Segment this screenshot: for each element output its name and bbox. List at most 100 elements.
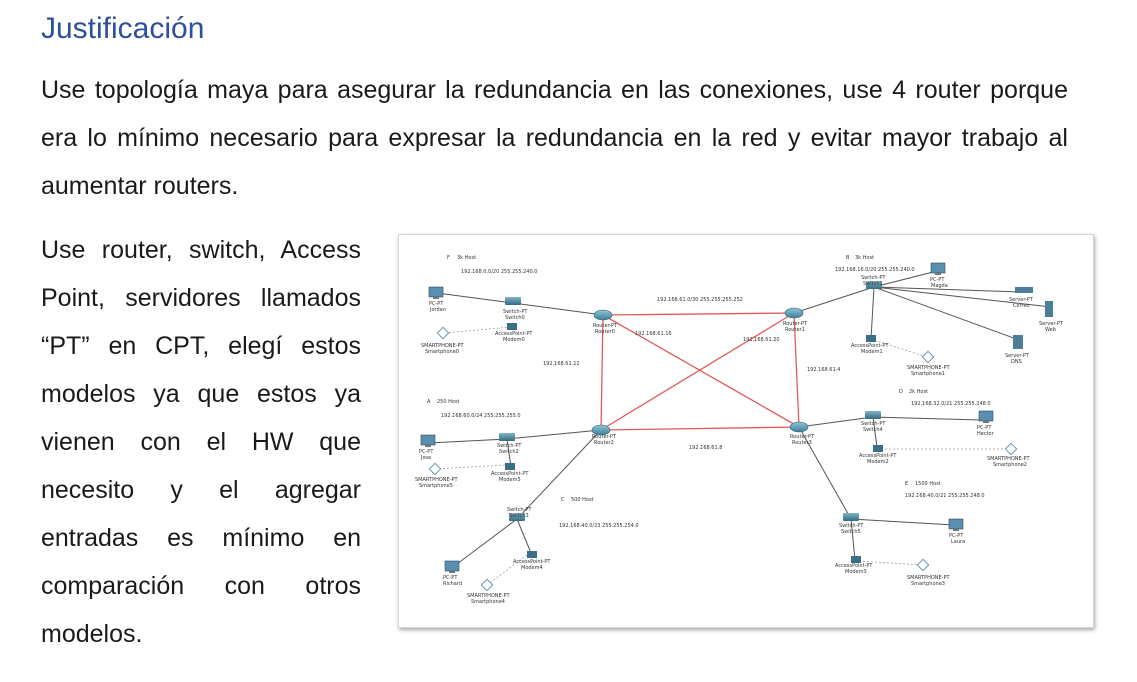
svg-text:B: B [846, 255, 850, 261]
link-label-left: 192.168.61.12 [543, 361, 580, 367]
svg-text:Smartphone0: Smartphone0 [425, 349, 459, 355]
link-s4-hector [872, 416, 982, 421]
link-r0-r1 [602, 312, 795, 316]
svg-text:192.168.32.0/21 255.255.248.: 192.168.32.0/21 255.255.248.0 [911, 401, 991, 407]
svg-text:Switch0: Switch0 [505, 315, 525, 321]
svg-text:Modem3: Modem3 [845, 569, 867, 575]
intro-paragraph: Use topología maya para asegurar la redu… [41, 76, 1068, 200]
svg-text:192.168.0.0/20 255.255.240.0: 192.168.0.0/20 255.255.240.0 [461, 269, 537, 275]
svg-text:PC-PT: PC-PT [949, 533, 964, 539]
svg-text:AccessPoint-PT: AccessPoint-PT [513, 559, 551, 565]
network-topology-figure: Router-PT Router0 Router-PT Router1 Rout… [398, 234, 1094, 628]
router-icon: Router-PT Router3 [789, 421, 815, 446]
svg-text:Switch-PT: Switch-PT [861, 421, 886, 427]
link-r2-s3 [516, 429, 602, 520]
svg-text:PC-PT: PC-PT [977, 425, 992, 431]
svg-text:AccessPoint-PT: AccessPoint-PT [835, 563, 873, 569]
server-icon: Server-PT DNS [1005, 335, 1030, 365]
pc-icon: PC-PT Jose [419, 434, 436, 461]
svg-text:Router0: Router0 [595, 329, 615, 335]
svg-text:SMARTPHONE-PT: SMARTPHONE-PT [421, 343, 465, 349]
access-point-icon: AccessPoint-PT Modem0 [495, 323, 533, 343]
router-icon: Router-PT Router0 [593, 309, 618, 335]
svg-text:Router-PT: Router-PT [790, 434, 815, 440]
access-point-icon: AccessPoint-PT Modem1 [851, 335, 889, 355]
pc-icon: PC-PT Laura [948, 518, 965, 545]
svg-text:Switch-PT: Switch-PT [839, 523, 864, 529]
link-r3-s5 [798, 426, 852, 520]
svg-text:192.168.60.0/24 255.255.255.: 192.168.60.0/24 255.255.255.0 [441, 413, 521, 419]
svg-text:Switch-PT: Switch-PT [497, 443, 522, 449]
link-label-right: 192.168.61.4 [807, 367, 840, 373]
svg-text:SMARTPHONE-PT: SMARTPHONE-PT [907, 575, 951, 581]
svg-text:Switch3: Switch3 [509, 513, 529, 519]
smartphone-icon: SMARTPHONE-PT Smartphone1 [907, 350, 951, 377]
svg-text:Switch5: Switch5 [841, 529, 861, 535]
switch-icon: Switch-PT Switch1 [861, 275, 886, 289]
svg-text:Switch-PT: Switch-PT [507, 507, 532, 513]
smartphone-icon: SMARTPHONE-PT Smartphone5 [415, 462, 459, 489]
svg-text:F: F [447, 255, 450, 261]
pc-icon: PC-PT Jordan [428, 286, 446, 313]
svg-text:500 Host: 500 Host [571, 497, 594, 503]
svg-text:1500 Host: 1500 Host [915, 481, 941, 487]
svg-text:3k Host: 3k Host [855, 255, 874, 261]
wlink-p5-m5 [434, 464, 506, 470]
svg-text:Web: Web [1045, 327, 1056, 333]
area-label-c: C 500 Host 192.168.40.0/23 255.255.254.0 [559, 497, 639, 529]
svg-text:192.168.40.0/21 255.255.248.: 192.168.40.0/21 255.255.248.0 [905, 493, 985, 499]
link-r0-r3 [602, 314, 800, 428]
wlink-p4-m4 [486, 554, 528, 586]
svg-text:Router-PT: Router-PT [783, 321, 808, 327]
svg-text:D: D [899, 389, 903, 395]
svg-text:E: E [905, 481, 908, 487]
link-r3-s4 [798, 416, 874, 428]
svg-text:Server-PT: Server-PT [1009, 297, 1034, 303]
access-point-icon: AccessPoint-PT Modem4 [513, 551, 551, 571]
link-s1-web [873, 286, 1052, 308]
svg-text:A: A [427, 399, 431, 405]
svg-text:DNS: DNS [1011, 359, 1022, 365]
router-mesh-links [600, 312, 800, 431]
svg-text:Switch-PT: Switch-PT [861, 275, 886, 281]
pc-icon: PC-PT Magda [930, 262, 948, 289]
link-r1-s1 [793, 286, 875, 314]
svg-text:Router-PT: Router-PT [593, 323, 618, 329]
wireless-links [434, 326, 1009, 586]
svg-text:250 Host: 250 Host [437, 399, 460, 405]
access-point-icon: AccessPoint-PT Modem3 [835, 556, 873, 575]
link-r1-r2 [600, 312, 795, 431]
svg-text:192.168.40.0/23 255.255.254.: 192.168.40.0/23 255.255.254.0 [559, 523, 639, 529]
svg-text:Smartphone5: Smartphone5 [419, 483, 453, 489]
link-s1-correo [873, 286, 1020, 293]
link-s2-m5 [506, 438, 512, 468]
svg-text:AccessPoint-PT: AccessPoint-PT [859, 453, 897, 459]
svg-text:Laura: Laura [951, 539, 965, 545]
svg-text:C: C [561, 497, 565, 503]
link-s5-laura [850, 518, 955, 526]
svg-text:Switch2: Switch2 [499, 449, 519, 455]
link-s3-richard [452, 518, 518, 568]
svg-text:PC-PT: PC-PT [429, 301, 444, 307]
area-label-f: F 3k Host 192.168.0.0/20 255.255.240.0 [447, 255, 537, 275]
pc-icon: PC-PT Hector [977, 410, 995, 437]
svg-text:Smartphone1: Smartphone1 [911, 371, 945, 377]
server-icon: Server-PT Correo [1009, 287, 1034, 309]
switch-icon: Switch-PT Switch3 [507, 507, 532, 521]
link-jose-s2 [428, 438, 508, 444]
svg-text:Jose: Jose [420, 455, 431, 461]
svg-text:Hector: Hector [977, 431, 995, 437]
smartphone-icon: SMARTPHONE-PT Smartphone3 [907, 558, 951, 587]
switch-icon: Switch-PT Switch5 [839, 513, 864, 535]
svg-text:Smartphone2: Smartphone2 [993, 462, 1027, 468]
link-s5-m3 [850, 518, 856, 561]
link-s2-r2 [506, 429, 602, 440]
svg-text:Router1: Router1 [785, 327, 805, 333]
link-label-diag2: 192.168.61.20 [743, 337, 780, 343]
svg-text:SMARTPHONE-PT: SMARTPHONE-PT [907, 365, 951, 371]
wlink-m1-p1 [870, 338, 928, 358]
svg-text:Router-PT: Router-PT [592, 434, 617, 440]
server-icon: Server-PT Web [1039, 301, 1064, 333]
svg-text:Router3: Router3 [792, 440, 812, 446]
router-icon: Router-PT Router2 [591, 424, 617, 446]
